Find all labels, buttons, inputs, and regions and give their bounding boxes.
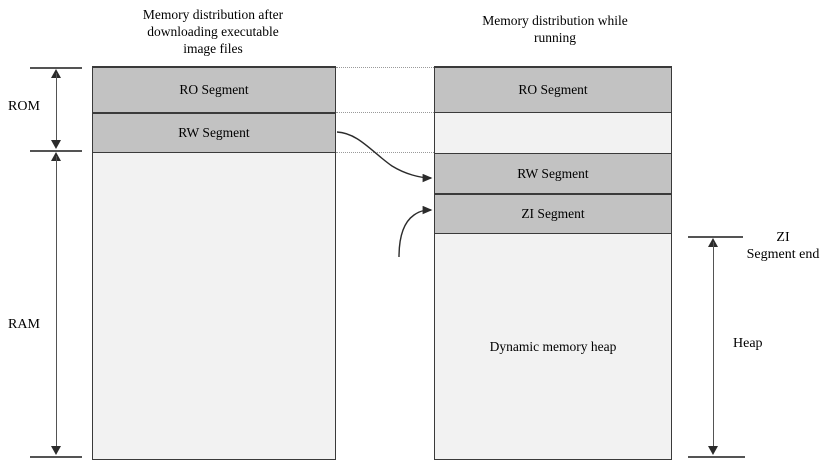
heap-label: Heap bbox=[733, 336, 763, 351]
left-segment-rw-label: RW Segment bbox=[178, 125, 250, 140]
zi-end-tick bbox=[688, 236, 743, 238]
left-diagram-title: Memory distribution after downloading ex… bbox=[113, 6, 313, 57]
right-segment-zi: ZI Segment bbox=[435, 194, 671, 234]
right-title-line-1: Memory distribution while bbox=[482, 13, 628, 28]
left-title-line-1: Memory distribution after bbox=[142, 7, 284, 22]
left-memory-column: RO Segment RW Segment bbox=[92, 66, 336, 460]
right-segment-ro: RO Segment bbox=[435, 67, 671, 113]
right-title-line-2: running bbox=[534, 30, 576, 45]
rom-bottom-tick bbox=[30, 150, 82, 152]
ram-bottom-tick bbox=[30, 456, 82, 458]
ram-label: RAM bbox=[8, 317, 40, 332]
zi-creation-arrow bbox=[398, 205, 433, 258]
guide-line-middle bbox=[336, 112, 434, 113]
right-segment-zi-label: ZI Segment bbox=[521, 206, 585, 221]
rom-arrow-shaft bbox=[56, 73, 57, 143]
left-segment-ro: RO Segment bbox=[93, 67, 335, 113]
right-segment-rw: RW Segment bbox=[435, 153, 671, 194]
right-segment-rw-label: RW Segment bbox=[517, 165, 589, 181]
zi-segment-end-line-1: ZI bbox=[776, 230, 790, 245]
guide-line-bottom bbox=[336, 152, 434, 153]
guide-line-top bbox=[336, 67, 434, 68]
right-segment-ro-label: RO Segment bbox=[518, 82, 588, 97]
heap-arrowhead-down bbox=[708, 446, 718, 455]
rom-label: ROM bbox=[8, 99, 40, 114]
left-title-line-3: image files bbox=[183, 41, 243, 56]
left-segment-free bbox=[93, 153, 335, 459]
zi-segment-end-line-2: Segment end bbox=[746, 247, 820, 262]
heap-arrow-shaft bbox=[713, 242, 714, 446]
left-segment-rw: RW Segment bbox=[93, 113, 335, 153]
right-segment-gap bbox=[435, 113, 671, 153]
right-segment-heap: Dynamic memory heap bbox=[435, 234, 671, 459]
rom-arrowhead-down bbox=[51, 140, 61, 149]
rw-relocation-arrow bbox=[336, 131, 433, 183]
right-diagram-title: Memory distribution while running bbox=[455, 12, 655, 46]
zi-segment-end-label: ZI Segment end bbox=[737, 229, 829, 263]
right-segment-heap-label: Dynamic memory heap bbox=[489, 338, 617, 354]
heap-bottom-tick bbox=[688, 456, 745, 458]
rom-top-tick bbox=[30, 67, 82, 69]
left-title-line-2: downloading executable bbox=[147, 24, 279, 39]
ram-arrowhead-down bbox=[51, 446, 61, 455]
left-segment-ro-label: RO Segment bbox=[179, 82, 249, 97]
ram-arrow-shaft bbox=[56, 156, 57, 446]
right-memory-column: RO Segment RW Segment ZI Segment Dynamic… bbox=[434, 66, 672, 460]
